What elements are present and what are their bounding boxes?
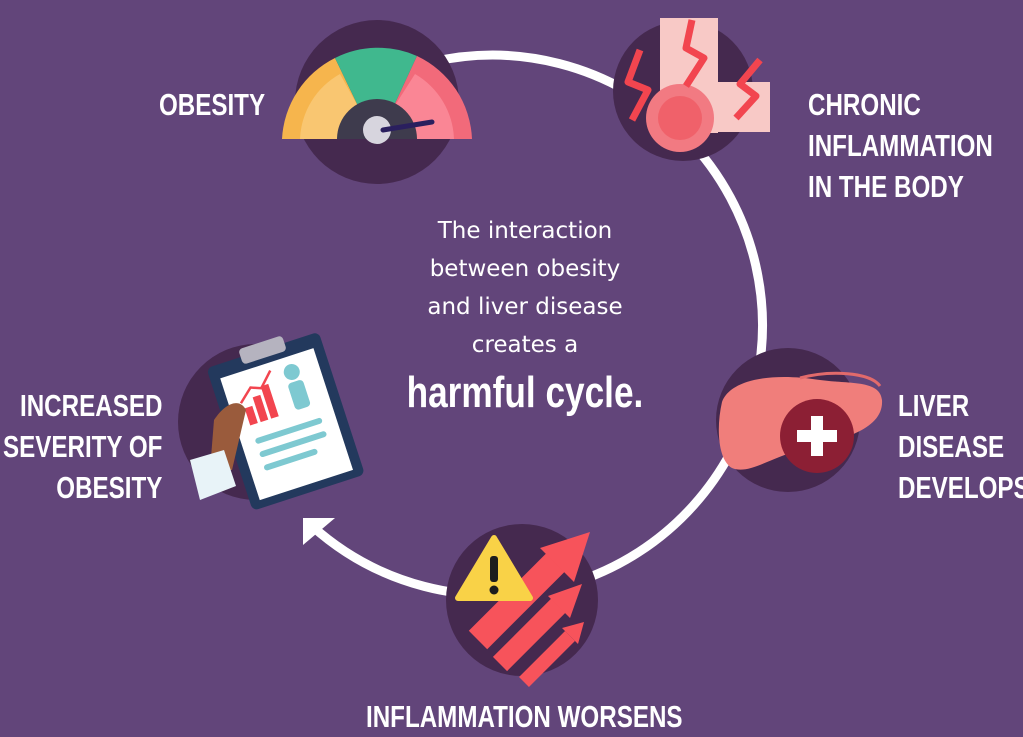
step-label-obesity: OBESITY <box>159 84 265 125</box>
center-emphasis: harmful cycle. <box>406 368 644 417</box>
label-line: OBESITY <box>158 87 265 122</box>
label-line: INCREASED <box>19 388 162 423</box>
center-line: The interaction <box>437 218 613 244</box>
liver-with-cross-icon <box>716 348 883 492</box>
cycle-arrowhead <box>303 518 335 545</box>
gauge-meter-icon <box>282 20 472 184</box>
step-label-inflammation-worsens: INFLAMMATION WORSENS <box>366 696 683 737</box>
label-line: DEVELOPS <box>898 470 1023 505</box>
center-line: between obesity <box>429 256 621 282</box>
label-line: DISEASE <box>898 429 1005 464</box>
label-line: LIVER <box>898 388 970 423</box>
inflamed-joint-icon <box>613 18 770 161</box>
label-line: INFLAMMATION WORSENS <box>366 699 683 734</box>
label-line: INFLAMMATION <box>808 128 993 163</box>
clipboard-report-icon <box>178 333 364 510</box>
label-line: OBESITY <box>55 470 162 505</box>
center-message: The interaction between obesity and live… <box>370 212 680 422</box>
center-line: creates a <box>471 332 579 358</box>
step-label-liver-disease: LIVER DISEASE DEVELOPS <box>898 385 1023 508</box>
step-label-increased-severity: INCREASED SEVERITY OF OBESITY <box>3 385 162 508</box>
step-label-chronic-inflammation: CHRONIC INFLAMMATION IN THE BODY <box>808 84 993 207</box>
label-line: IN THE BODY <box>808 169 964 204</box>
warning-rising-arrows-icon <box>446 524 598 687</box>
label-line: SEVERITY OF <box>2 429 162 464</box>
center-line: and liver disease <box>427 294 623 320</box>
label-line: CHRONIC <box>808 87 921 122</box>
